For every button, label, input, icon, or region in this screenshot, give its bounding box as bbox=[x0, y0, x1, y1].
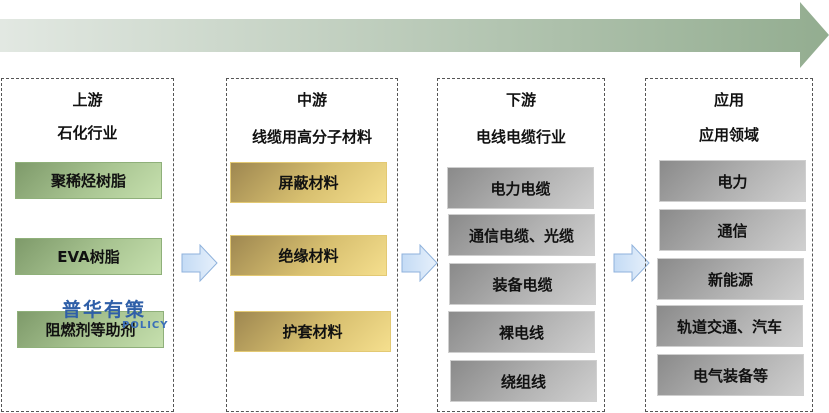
stage-subtitle: 应用领域 bbox=[698, 126, 759, 144]
downstream-item: 装备电缆 bbox=[449, 263, 596, 305]
stage-subtitle: 线缆用高分子材料 bbox=[251, 128, 372, 146]
stage-downstream: 下游 电线电缆行业 电力电缆 通信电缆、光缆 装备电缆 裸电线 绕组线 bbox=[437, 78, 605, 412]
stage-subtitle: 石化行业 bbox=[57, 124, 118, 142]
main-flow-arrow-icon bbox=[0, 2, 829, 68]
flow-arrow-icon bbox=[181, 244, 218, 282]
application-item: 电气装备等 bbox=[657, 354, 804, 396]
flow-arrow-icon bbox=[613, 244, 650, 282]
midstream-item: 绝缘材料 bbox=[230, 235, 387, 276]
upstream-item: 聚稀烃树脂 bbox=[15, 162, 162, 199]
stage-title: 应用 bbox=[713, 91, 744, 109]
application-item: 轨道交通、汽车 bbox=[656, 305, 803, 347]
upstream-item: 阻燃剂等助剂 bbox=[17, 311, 164, 348]
downstream-item: 裸电线 bbox=[448, 311, 595, 353]
stage-subtitle: 电线电缆行业 bbox=[475, 128, 566, 146]
midstream-item: 护套材料 bbox=[234, 311, 391, 352]
stage-applications: 应用 应用领域 电力 通信 新能源 轨道交通、汽车 电气装备等 bbox=[645, 78, 813, 412]
application-item: 通信 bbox=[659, 209, 806, 251]
stage-midstream: 中游 线缆用高分子材料 屏蔽材料 绝缘材料 护套材料 bbox=[226, 78, 398, 412]
application-item: 电力 bbox=[659, 160, 806, 202]
stage-title: 下游 bbox=[505, 91, 536, 109]
stage-title: 上游 bbox=[72, 91, 103, 109]
midstream-item: 屏蔽材料 bbox=[230, 162, 387, 203]
flow-arrow-icon bbox=[401, 244, 438, 282]
stage-title: 中游 bbox=[296, 91, 327, 109]
downstream-item: 通信电缆、光缆 bbox=[448, 214, 595, 256]
upstream-item: EVA树脂 bbox=[15, 238, 162, 275]
stage-upstream: 上游 石化行业 聚稀烃树脂 EVA树脂 阻燃剂等助剂 bbox=[1, 78, 174, 412]
downstream-item: 绕组线 bbox=[450, 360, 597, 402]
application-item: 新能源 bbox=[657, 258, 804, 300]
downstream-item: 电力电缆 bbox=[447, 167, 594, 209]
